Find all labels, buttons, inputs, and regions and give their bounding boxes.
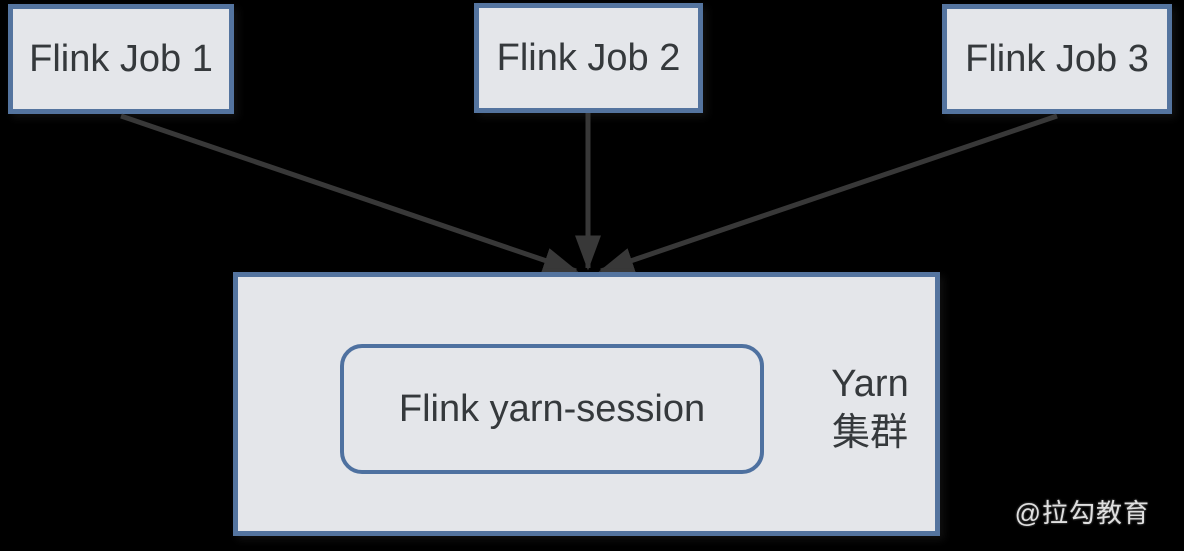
yarn-cluster-label: Yarn 集群 — [810, 360, 930, 458]
node-flink-job-2-label: Flink Job 2 — [496, 36, 681, 79]
edge-job3-to-cluster — [598, 113, 1058, 274]
node-flink-job-1-label: Flink Job 1 — [29, 37, 213, 80]
node-flink-job-3-label: Flink Job 3 — [965, 37, 1149, 80]
yarn-cluster-label-line1: Yarn — [831, 363, 909, 405]
edge-job1-to-cluster — [120, 113, 579, 274]
node-flink-job-2: Flink Job 2 — [474, 3, 703, 113]
yarn-cluster-label-line2: 集群 — [831, 412, 908, 454]
watermark-text: @拉勾教育 — [1014, 498, 1150, 528]
node-flink-job-1: Flink Job 1 — [8, 4, 234, 114]
node-flink-yarn-session: Flink yarn-session — [340, 344, 764, 474]
node-flink-job-3: Flink Job 3 — [942, 4, 1172, 114]
node-flink-yarn-session-label: Flink yarn-session — [398, 387, 706, 430]
